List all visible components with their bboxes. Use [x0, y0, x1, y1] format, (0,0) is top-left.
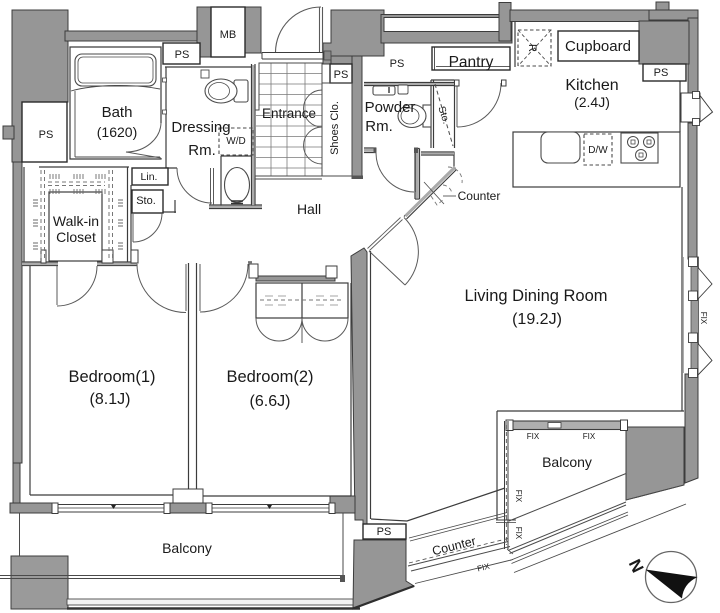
svg-text:Dressing: Dressing — [171, 119, 230, 136]
svg-text:PS: PS — [654, 67, 669, 79]
svg-text:Lin.: Lin. — [141, 171, 158, 183]
svg-text:Balcony: Balcony — [162, 540, 212, 556]
svg-text:Cupboard: Cupboard — [565, 38, 631, 55]
svg-text:PS: PS — [175, 49, 190, 61]
svg-text:Sto.: Sto. — [136, 195, 156, 207]
svg-text:R: R — [526, 44, 538, 52]
svg-text:(8.1J): (8.1J) — [90, 391, 131, 408]
svg-text:FIX: FIX — [527, 432, 540, 441]
svg-text:Shoes Clo.: Shoes Clo. — [329, 101, 341, 155]
svg-text:Pantry: Pantry — [449, 54, 494, 71]
svg-text:W/D: W/D — [226, 136, 245, 147]
svg-text:Rm.: Rm. — [188, 142, 216, 159]
svg-text:Balcony: Balcony — [542, 454, 592, 470]
svg-text:FIX: FIX — [699, 312, 708, 325]
svg-text:Sto.: Sto. — [435, 105, 451, 125]
svg-text:FIX: FIX — [583, 432, 596, 441]
svg-text:Bedroom(1): Bedroom(1) — [68, 368, 155, 386]
svg-text:FIX: FIX — [514, 527, 523, 540]
svg-text:Bath: Bath — [102, 104, 133, 121]
svg-text:(1620): (1620) — [97, 124, 137, 140]
svg-text:Hall: Hall — [297, 201, 321, 217]
svg-text:PS: PS — [334, 69, 349, 81]
svg-text:Kitchen: Kitchen — [565, 77, 618, 94]
svg-text:FIX: FIX — [514, 490, 523, 503]
svg-text:MB: MB — [220, 29, 237, 41]
svg-text:(19.2J): (19.2J) — [512, 311, 562, 328]
svg-text:Rm.: Rm. — [365, 118, 393, 135]
svg-text:Closet: Closet — [56, 229, 96, 245]
svg-text:Counter: Counter — [458, 189, 501, 203]
svg-text:PS: PS — [377, 526, 392, 538]
svg-text:(2.4J): (2.4J) — [574, 94, 610, 110]
svg-text:Walk-in: Walk-in — [53, 213, 99, 229]
svg-text:PS: PS — [390, 58, 405, 70]
svg-text:Powder: Powder — [365, 99, 416, 116]
svg-text:(6.6J): (6.6J) — [250, 393, 291, 410]
svg-text:Bedroom(2): Bedroom(2) — [226, 368, 313, 386]
svg-text:Entrance: Entrance — [262, 106, 316, 121]
svg-text:Living Dining Room: Living Dining Room — [464, 287, 607, 305]
svg-text:D/W: D/W — [588, 145, 608, 156]
svg-text:FIX: FIX — [476, 562, 491, 574]
svg-text:PS: PS — [39, 129, 54, 141]
